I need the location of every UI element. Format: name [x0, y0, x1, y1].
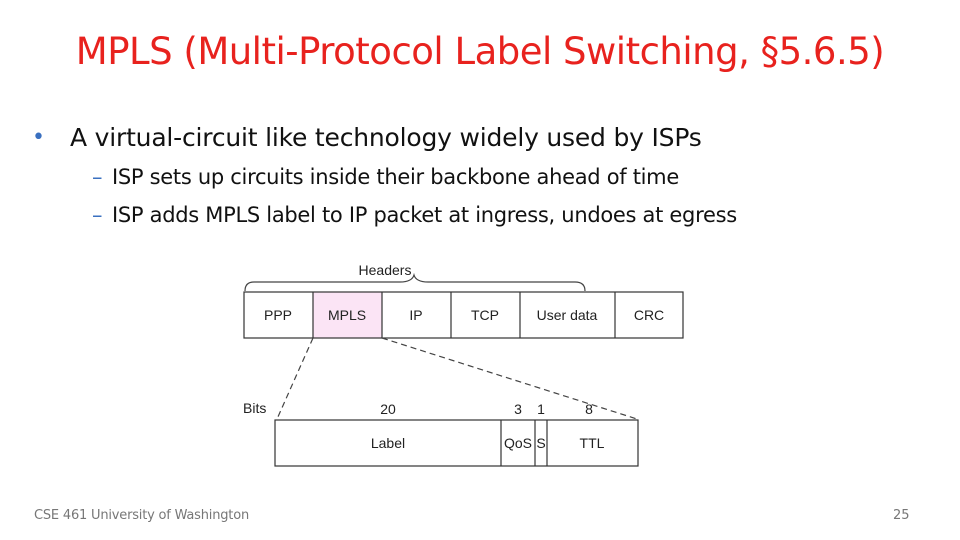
mpls-field-highlight	[313, 292, 382, 338]
page-number: 25	[893, 508, 910, 523]
dash-icon: –	[92, 165, 103, 189]
mpls-label-frame	[274, 419, 639, 467]
field-user-data: User data	[537, 307, 598, 323]
field-tcp: TCP	[471, 307, 499, 323]
bits-label-qos: 3	[514, 401, 522, 417]
field-ip: IP	[409, 307, 422, 323]
field-ppp: PPP	[264, 307, 292, 323]
bits-label-ttl: 8	[585, 401, 593, 417]
headers-label: Headers	[359, 262, 412, 278]
sub-bullet-text: ISP sets up circuits inside their backbo…	[112, 165, 679, 189]
sub-bullet-item: – ISP adds MPLS label to IP packet at in…	[32, 196, 932, 234]
bits-label-s: 1	[537, 401, 545, 417]
field-crc: CRC	[634, 307, 664, 323]
bits-label-label: 20	[380, 401, 396, 417]
slide-title: MPLS (Multi-Protocol Label Switching, §5…	[75, 30, 885, 73]
bits-label: Bits	[243, 400, 266, 416]
expansion-line-right	[381, 337, 638, 420]
bullet-list: • A virtual-circuit like technology wide…	[32, 118, 932, 234]
sub-bullet-text: ISP adds MPLS label to IP packet at ingr…	[112, 203, 737, 227]
field-mpls: MPLS	[328, 307, 366, 323]
headers-brace	[244, 272, 586, 292]
mpls-field-ttl: TTL	[580, 435, 605, 451]
bullet-dot-icon: •	[32, 125, 45, 150]
mpls-field-label: Label	[371, 435, 405, 451]
mpls-field-s: S	[536, 435, 545, 451]
dash-icon: –	[92, 203, 103, 227]
expansion-line-left	[276, 337, 314, 420]
bullet-item: • A virtual-circuit like technology wide…	[32, 118, 932, 158]
footer-course: CSE 461 University of Washington	[34, 508, 249, 523]
mpls-field-qos: QoS	[504, 435, 532, 451]
bullet-text: A virtual-circuit like technology widely…	[70, 123, 702, 152]
sub-bullet-item: – ISP sets up circuits inside their back…	[32, 158, 932, 196]
packet-frame	[243, 291, 684, 339]
